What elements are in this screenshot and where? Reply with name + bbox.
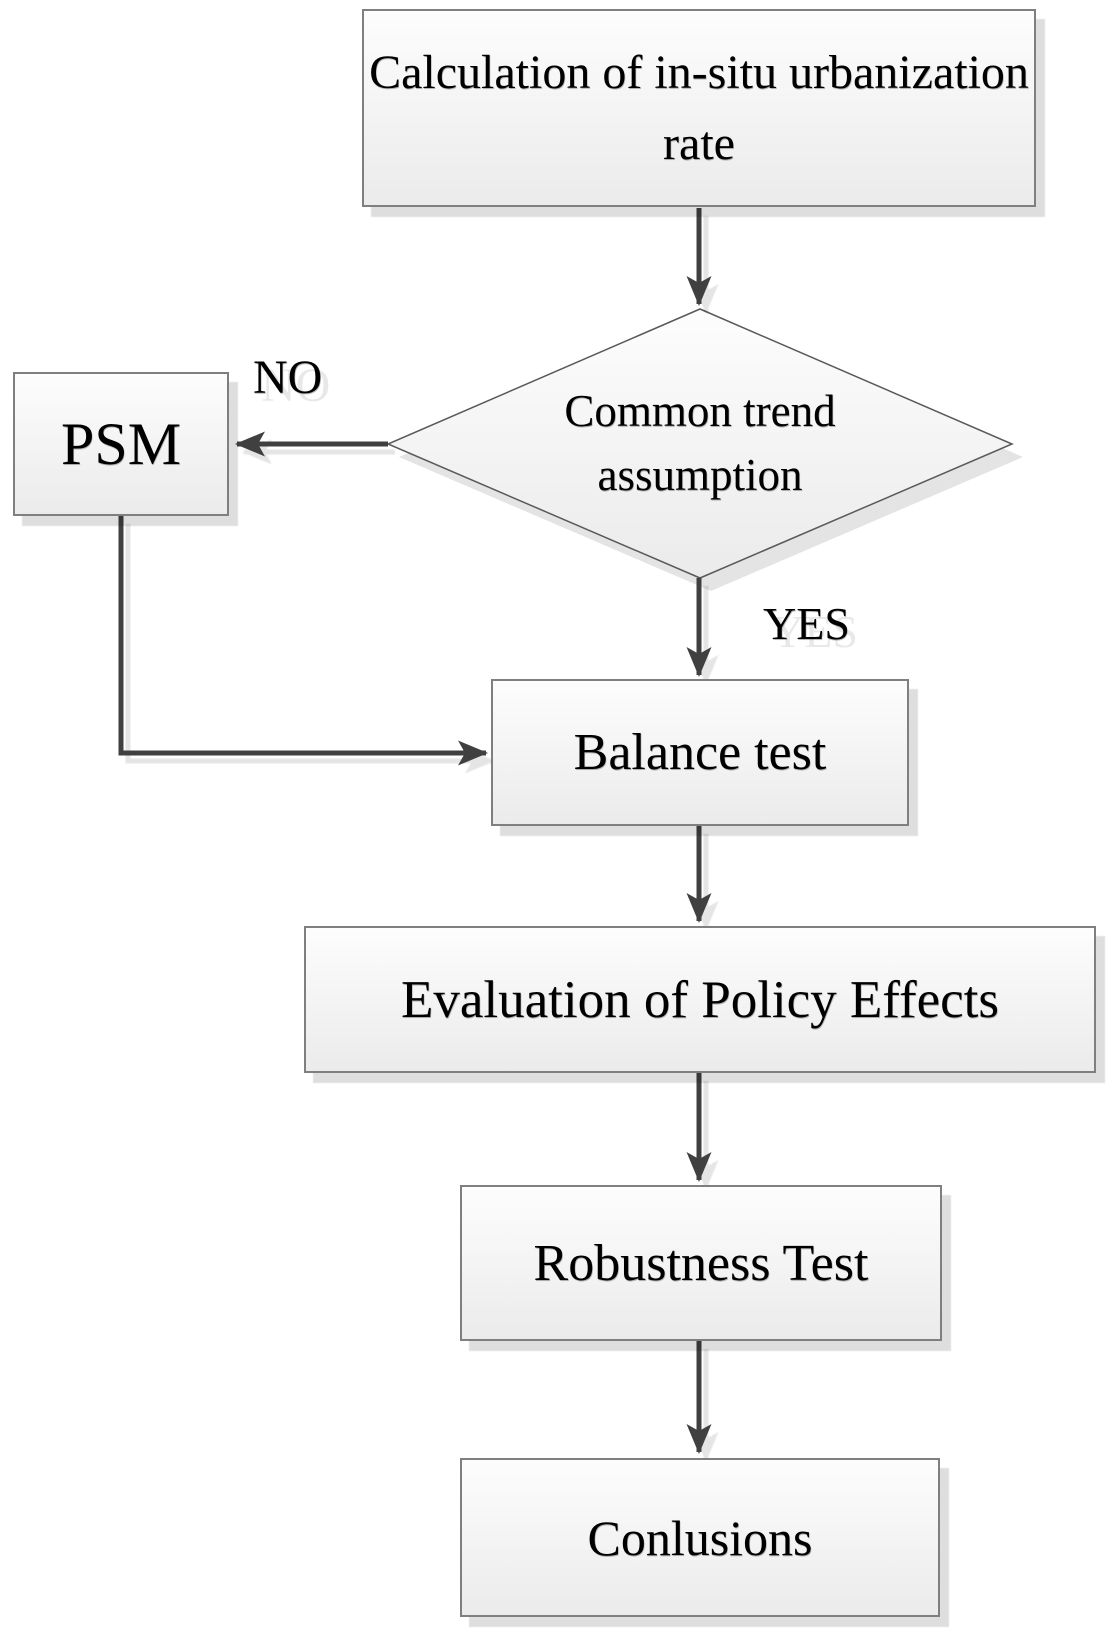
edge-label-no: NO bbox=[253, 351, 323, 404]
node-evaluation: Evaluation of Policy Effects bbox=[304, 926, 1096, 1073]
node-calculation-label: Calculation of in-situ urbanization rate bbox=[369, 45, 1029, 170]
edge-label-yes: YES bbox=[763, 598, 850, 649]
node-conclusions: Conlusions bbox=[460, 1458, 940, 1617]
node-decision-label: Common trend assumption bbox=[564, 386, 836, 500]
node-robustness-test: Robustness Test bbox=[460, 1185, 942, 1341]
node-psm: PSM bbox=[13, 372, 229, 516]
node-calculation: Calculation of in-situ urbanization rate bbox=[362, 9, 1036, 207]
node-psm-label: PSM bbox=[60, 410, 182, 477]
arrow-psm-to-balance bbox=[118, 516, 489, 766]
node-balance-test: Balance test bbox=[491, 679, 909, 826]
node-balance-test-label: Balance test bbox=[573, 724, 827, 781]
node-robustness-test-label: Robustness Test bbox=[533, 1234, 869, 1292]
node-conclusions-label: Conlusions bbox=[587, 1509, 813, 1566]
flow-arrows bbox=[118, 208, 712, 1455]
node-evaluation-label: Evaluation of Policy Effects bbox=[400, 970, 1000, 1029]
